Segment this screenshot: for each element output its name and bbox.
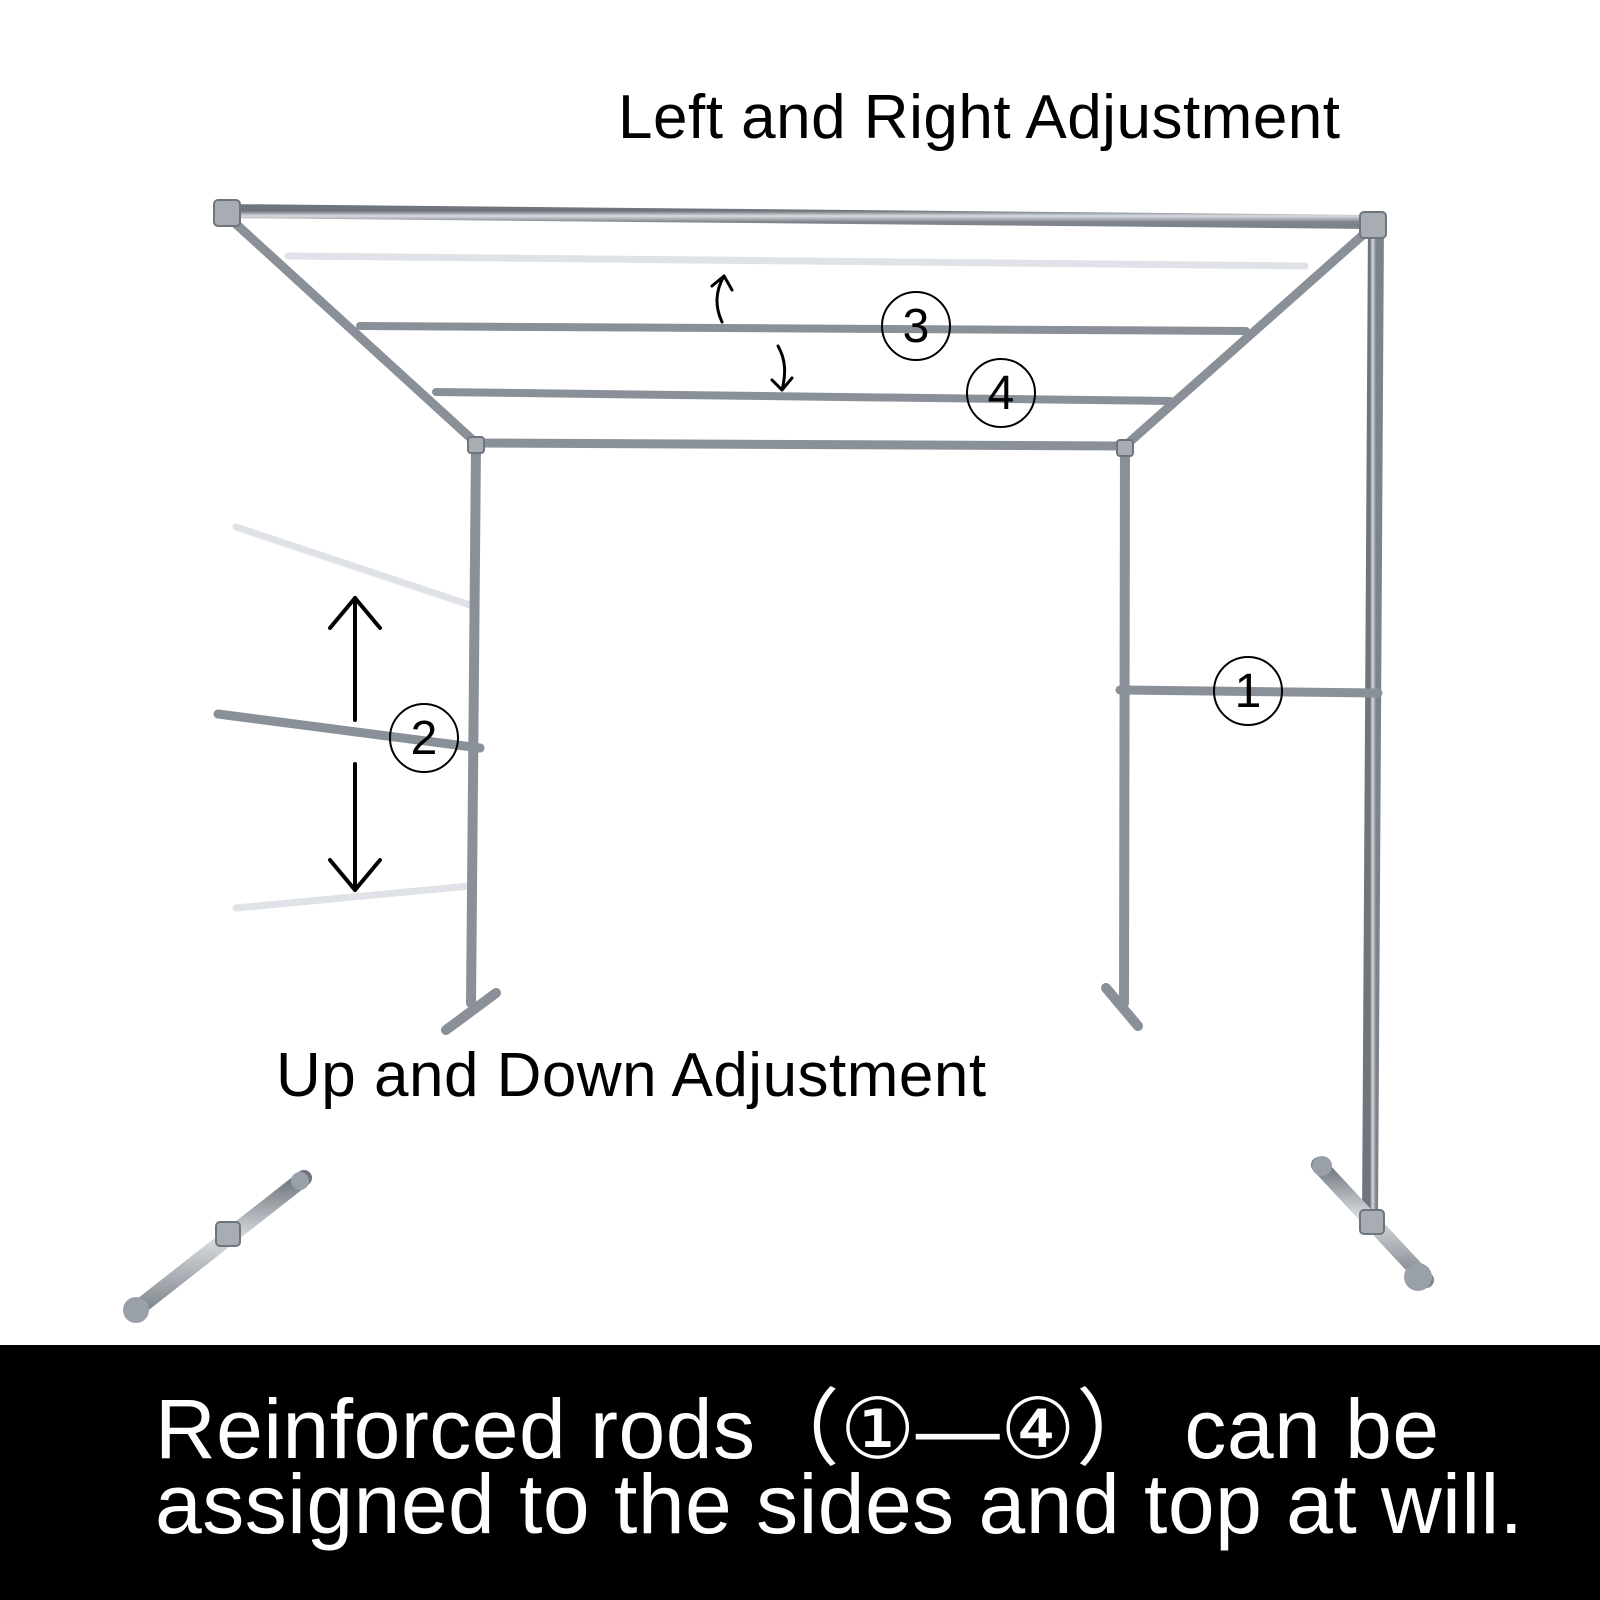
top-frame [231,219,1378,451]
caption-banner [0,1345,1600,1600]
front-top-bar [215,204,1380,229]
top-rods [356,322,1250,405]
rod-2-marker: 2 [389,703,459,773]
left-right-arrows [710,274,794,392]
back-posts [466,440,1130,1008]
back-feet [441,983,1143,1035]
up-down-adjustment-label: Up and Down Adjustment [276,1041,987,1110]
foot-caps [123,1156,1432,1323]
rod-4-marker: 4 [966,358,1036,428]
ghost-rods [232,252,1309,912]
rod-3-marker: 3 [881,291,951,361]
left-right-adjustment-label: Left and Right Adjustment [618,83,1341,152]
joint-fittings [213,199,1387,1247]
rod-1-marker: 1 [1213,656,1283,726]
clothes-rack-frame [123,199,1434,1323]
front-feet [124,1157,1434,1321]
front-posts [219,205,1384,1240]
up-down-arrow [328,596,382,892]
caption-line-1: Reinforced rods（①—④） can be [155,1382,1440,1476]
caption-line-2: assigned to the sides and top at will. [155,1457,1524,1551]
